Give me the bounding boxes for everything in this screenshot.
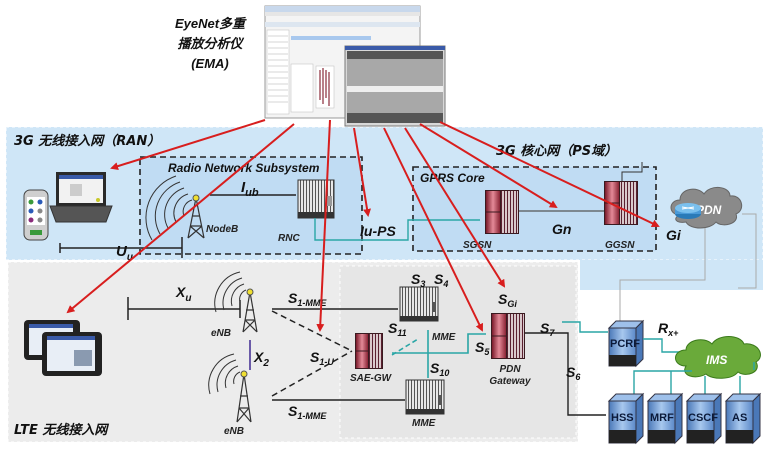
as-label: AS — [732, 412, 747, 424]
s1-u-links — [271, 310, 353, 397]
ims-bus-links — [633, 362, 755, 396]
gn-label: Gn — [552, 221, 571, 237]
enb-label-bottom: eNB — [224, 426, 244, 437]
hss-label: HSS — [611, 412, 634, 424]
cscf-label: CSCF — [688, 412, 718, 424]
pdn-gateway-label-2: Gateway — [489, 376, 531, 387]
enb-tower-icon-bottom — [208, 353, 252, 423]
rnc-rack-icon — [297, 179, 335, 219]
xu-interface-line — [127, 297, 241, 320]
s11-label: S11 — [388, 320, 407, 338]
s3-label: S3 — [411, 271, 425, 289]
arrow-to-tablets — [66, 123, 295, 314]
mrf-server-icon — [646, 392, 684, 445]
rns-title: Radio Network Subsystem — [168, 161, 320, 175]
rx-label: Rx+ — [658, 320, 679, 338]
ims-label: IMS — [706, 353, 727, 367]
nodeb-label: NodeB — [206, 224, 238, 235]
ema-video-screenshot — [344, 45, 446, 127]
pcrf-label: PCRF — [610, 338, 640, 350]
iub-label: Iub — [241, 179, 259, 199]
rnc-label: RNC — [278, 233, 300, 244]
lte-title: LTE 无线接入网 — [14, 422, 109, 438]
sgi-label: SGi — [498, 291, 517, 309]
router-icon — [675, 203, 701, 219]
sae-gw-server-icon — [355, 333, 383, 369]
uu-label: Uu — [116, 243, 133, 263]
s1-mme-bottom-label: S1-MME — [288, 403, 327, 421]
monitoring-arrows — [66, 119, 660, 332]
arrow-to-gi — [439, 121, 660, 228]
core-3g-title: 3G 核心网（PS域） — [496, 143, 617, 159]
mme-label-bottom: MME — [412, 418, 436, 429]
gprs-core-title: GPRS Core — [420, 171, 485, 185]
hss-server-icon — [607, 392, 645, 445]
enb-label-top: eNB — [211, 328, 231, 339]
tablet-devices-icon — [24, 320, 102, 376]
ema-title-line1: EyeNet多重 — [175, 16, 247, 31]
pdn-cloud-label: PDN — [696, 203, 722, 217]
iu-ps-link — [314, 218, 480, 241]
ggsn-label: GGSN — [605, 240, 635, 251]
mme-rack-icon-bottom — [405, 379, 445, 415]
s10-label: S10 — [430, 360, 449, 378]
s6-label: S6 — [566, 364, 581, 382]
s4-label: S4 — [434, 271, 448, 289]
arrow-to-sgi — [404, 127, 506, 288]
gi-label: Gi — [666, 227, 682, 243]
as-server-icon — [724, 392, 762, 445]
sae-gw-label: SAE-GW — [350, 373, 393, 384]
ims-cloud — [675, 336, 761, 379]
pdn-ims-link — [738, 213, 757, 289]
mme-label-top: MME — [432, 332, 456, 343]
nodeb-tower-icon — [145, 175, 205, 241]
pdn-pcrf-link — [619, 228, 706, 322]
pdn-gateway-server-icon — [491, 313, 525, 359]
s6-link — [525, 332, 606, 416]
arrow-to-gn — [419, 123, 558, 209]
enb-tower-icon-top — [214, 271, 258, 333]
rx-link — [643, 338, 680, 353]
s11-s5-teal-links — [391, 330, 486, 378]
ema-title-line3: (EMA) — [191, 56, 229, 71]
mrf-label: MRF — [650, 412, 674, 424]
pdn-gateway-label-1: PDN — [499, 364, 521, 375]
laptop-icon — [49, 172, 113, 223]
s7-label: S7 — [540, 320, 555, 338]
arrow-to-iu-ps — [353, 127, 371, 217]
mme-rack-icon-top — [399, 286, 439, 322]
sgsn-server-icon — [485, 190, 519, 234]
handheld-device-icon — [23, 189, 49, 241]
x2-label: X2 — [253, 349, 269, 369]
ema-title-line2: 播放分析仪 — [177, 36, 244, 51]
arrow-to-s5 — [383, 127, 483, 332]
s1-u-label: S1-U — [310, 349, 334, 367]
uu-interface-line — [59, 237, 183, 258]
s7-link — [562, 321, 608, 333]
xu-label: Xu — [175, 284, 191, 304]
arrow-to-laptop — [110, 119, 266, 171]
s1-mme-top-label: S1-MME — [288, 290, 327, 308]
ran-3g-title: 3G 无线接入网（RAN） — [14, 133, 160, 149]
s5-label: S5 — [475, 339, 490, 357]
arrow-to-s1u — [316, 119, 331, 332]
core-3g-bg-extension — [580, 260, 763, 290]
cscf-server-icon — [685, 392, 723, 445]
pcrf-server-icon — [607, 319, 645, 368]
iu-ps-label: Iu-PS — [360, 223, 396, 239]
